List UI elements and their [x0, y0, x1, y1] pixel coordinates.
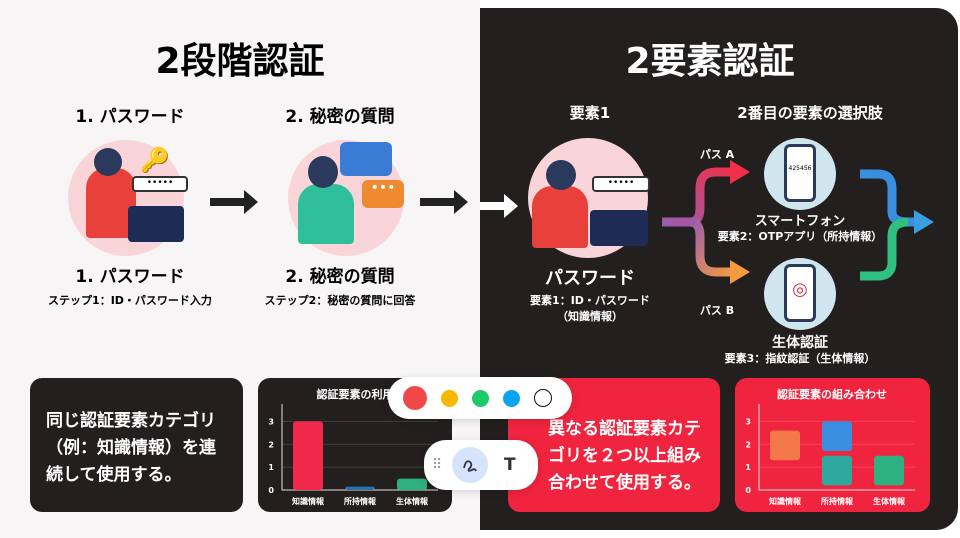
- y-tick-label: 1: [745, 463, 751, 472]
- step1-caption: ステップ1：ID・パスワード入力: [48, 294, 212, 307]
- smartphone-otp-illustration: 425456: [764, 138, 836, 210]
- two-step-summary: 同じ認証要素カテゴリ（例：知識情報）を連続して使用する。: [30, 378, 243, 512]
- y-tick-label: 2: [268, 440, 274, 449]
- two-factor-title: 2要素認証: [625, 41, 795, 82]
- path-a-label: パス A: [699, 148, 735, 161]
- step1-heading: 1. パスワード: [75, 107, 185, 127]
- color-palette-toolbar: [388, 377, 572, 419]
- drag-handle-icon[interactable]: ⠿: [432, 457, 443, 473]
- password-illustration: •••••: [528, 138, 650, 258]
- y-tick-label: 2: [745, 440, 751, 449]
- color-white-swatch[interactable]: [534, 389, 552, 407]
- x-tick-label: 生体情報: [873, 496, 906, 506]
- step2-heading: 2. 秘密の質問: [285, 107, 395, 127]
- color-yellow-swatch[interactable]: [441, 389, 458, 407]
- bar: [293, 421, 323, 490]
- text-tool-button[interactable]: T: [504, 455, 516, 475]
- x-tick-label: 知識情報: [292, 496, 325, 506]
- factor1-category: （知識情報）: [557, 310, 623, 323]
- chat-bubble-icon: [340, 142, 392, 176]
- password-field-icon: •••••: [592, 176, 650, 192]
- y-tick-label: 3: [268, 417, 274, 426]
- chart-title: 認証要素の利用: [317, 387, 394, 401]
- password-illustration: •••••: [68, 140, 188, 256]
- fingerprint-illustration: ◎: [764, 258, 836, 330]
- color-green-swatch[interactable]: [472, 389, 489, 407]
- otp-code: 425456: [784, 144, 816, 202]
- step1-label: 1. パスワード: [75, 267, 185, 287]
- bar: [397, 478, 427, 490]
- two-step-panel: 2段階認証 1. パスワード 2. 秘密の質問 ••••• 🔑 ••• 1. パ…: [30, 41, 468, 512]
- two-step-title: 2段階認証: [155, 41, 325, 82]
- color-red-swatch[interactable]: [403, 386, 427, 410]
- two-factor-panel: 2要素認証 要素1 2番目の要素の選択肢 ••••• パス A パス B 425…: [480, 8, 958, 530]
- path-b-label: パス B: [699, 304, 735, 317]
- y-tick-label: 0: [745, 486, 751, 495]
- y-tick-label: 3: [745, 417, 751, 426]
- pen-tool-button[interactable]: [452, 447, 488, 483]
- arrow-icon: [420, 190, 468, 214]
- step2-label: 2. 秘密の質問: [285, 267, 395, 287]
- factor3-caption: 要素3：指紋認証（生体情報）: [724, 352, 876, 365]
- x-tick-label: 生体情報: [396, 496, 429, 506]
- x-tick-label: 所持情報: [343, 496, 377, 506]
- fingerprint-icon: ◎: [784, 264, 816, 322]
- factor1-caption: 要素1：ID・パスワード: [530, 294, 650, 307]
- arrow-icon: [480, 202, 506, 210]
- chart-title: 認証要素の組み合わせ: [777, 387, 887, 401]
- x-tick-label: 知識情報: [769, 496, 802, 506]
- key-icon: 🔑: [140, 146, 170, 174]
- bar: [822, 421, 852, 452]
- options-heading: 2番目の要素の選択肢: [737, 104, 883, 122]
- smartphone-label: スマートフォン: [754, 214, 846, 229]
- biometric-label: 生体認証: [772, 335, 828, 351]
- password-label: パスワード: [545, 268, 635, 289]
- bar: [874, 455, 904, 486]
- y-tick-label: 0: [268, 486, 274, 495]
- merge-arrows: [860, 169, 934, 281]
- bar: [822, 455, 852, 486]
- bar: [770, 430, 800, 461]
- drawing-tools-toolbar: ⠿ T: [424, 440, 538, 490]
- bar: [345, 486, 375, 490]
- arrow-icon: [210, 190, 258, 214]
- typing-bubble-icon: •••: [362, 180, 404, 208]
- squiggle-pen-icon: [463, 460, 477, 472]
- step2-caption: ステップ2：秘密の質問に回答: [264, 294, 416, 307]
- factor1-heading: 要素1: [569, 104, 611, 122]
- factor2-caption: 要素2：OTPアプリ（所持情報）: [717, 230, 883, 243]
- x-tick-label: 所持情報: [820, 496, 854, 506]
- password-field-icon: •••••: [132, 176, 188, 192]
- color-blue-swatch[interactable]: [503, 389, 520, 407]
- combination-chart: 認証要素の組み合わせ 0 1 2 3 知識情報 所持情報 生体情報: [735, 378, 930, 512]
- branch-arrows: [662, 160, 750, 284]
- y-tick-label: 1: [268, 463, 274, 472]
